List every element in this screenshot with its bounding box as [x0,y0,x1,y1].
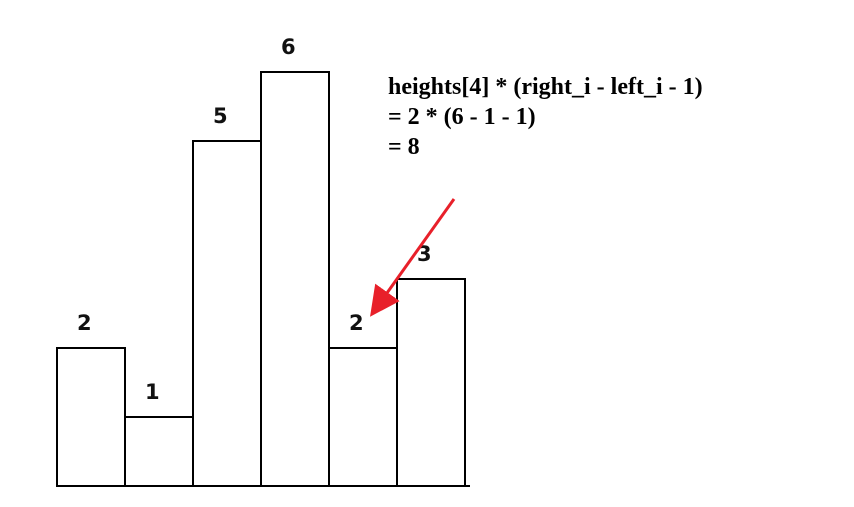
highlight-arrow [370,198,456,317]
histogram-bar [328,347,398,487]
histogram-bar [192,140,262,487]
histogram-bar [260,71,330,487]
histogram-bar [396,278,466,487]
bar-value-label: 2 [77,311,92,335]
formula-line-3: = 8 [388,134,420,160]
bar-value-label: 6 [281,35,296,59]
bar-value-label: 5 [213,104,228,128]
formula-line-1: heights[4] * (right_i - left_i - 1) [388,74,703,100]
bar-value-label: 1 [145,380,160,404]
area-formula: heights[4] * (right_i - left_i - 1) = 2 … [388,72,703,162]
bar-value-label: 2 [349,311,364,335]
formula-line-2: = 2 * (6 - 1 - 1) [388,104,536,130]
histogram-bar [124,416,194,487]
histogram-bar [56,347,126,487]
